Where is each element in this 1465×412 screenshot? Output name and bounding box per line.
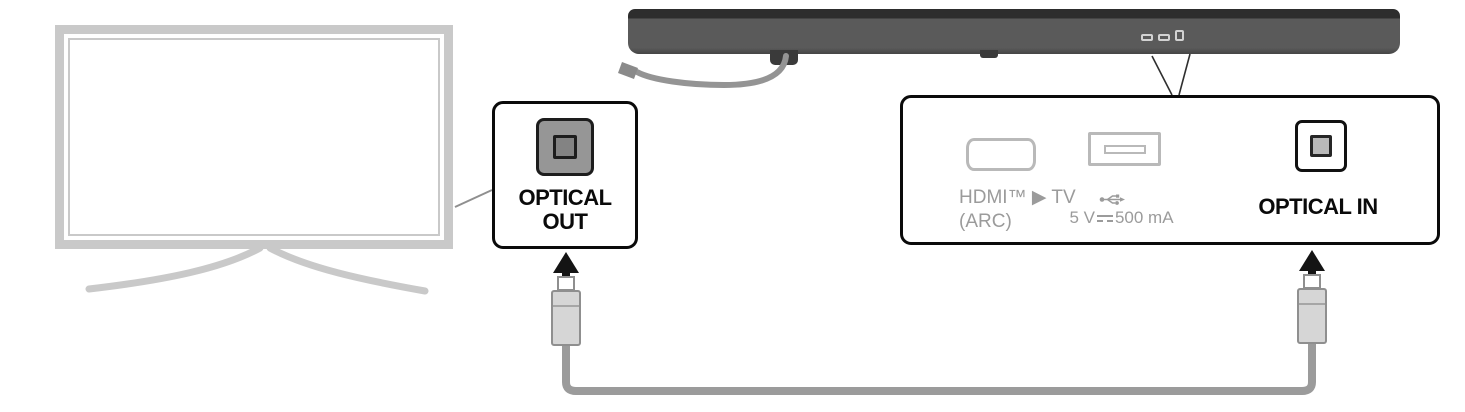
soundbar-callout-line-left — [1151, 55, 1173, 96]
optical-out-port-icon — [536, 118, 594, 176]
soundbar-mount-tab-cable — [770, 50, 798, 65]
optical-out-callout: OPTICAL OUT — [492, 101, 638, 249]
arrow-stem-right — [1308, 270, 1316, 275]
optical-out-label: OPTICAL OUT — [518, 185, 612, 234]
soundbar-optical-port-icon — [1175, 30, 1184, 41]
hdmi-port-icon — [966, 138, 1036, 171]
optical-plug-right-ridge — [1299, 303, 1325, 305]
tv-stand-left-leg — [85, 246, 264, 293]
usb-port-icon — [1088, 132, 1161, 166]
optical-plug-left — [551, 290, 581, 346]
tv-screen — [68, 38, 440, 236]
optical-in-label: OPTICAL IN — [1258, 194, 1378, 219]
usb-rating-label: 5 V 500 mA — [1059, 208, 1184, 228]
dc-symbol-icon — [1096, 213, 1113, 223]
tv-stand-right-leg — [266, 246, 429, 295]
optical-in-port-inner — [1310, 135, 1332, 157]
tv-stand — [85, 246, 429, 295]
usb-symbol-icon — [1099, 194, 1125, 205]
usb-port-tongue — [1103, 144, 1146, 154]
optical-out-label-line1: OPTICAL — [518, 185, 612, 210]
arrow-up-icon-left — [553, 252, 579, 273]
tv-callout-line — [454, 189, 493, 208]
usb-current: 500 mA — [1114, 208, 1174, 227]
arrow-stem-left — [562, 272, 570, 277]
hdmi-label-line1: HDMI™ ▶ TV — [959, 187, 1076, 208]
power-cable — [634, 53, 789, 89]
soundbar-rear-ports — [1141, 30, 1184, 41]
optical-plug-tip-left — [557, 276, 575, 291]
hdmi-label-line2: (ARC) — [959, 210, 1012, 232]
optical-out-label-line2: OUT — [542, 208, 588, 234]
hdmi-port-label: HDMI™ ▶ TV (ARC) — [959, 186, 1076, 234]
power-cable-plug — [618, 62, 638, 79]
optical-cable — [562, 340, 1316, 395]
optical-plug-tip-right — [1303, 274, 1321, 289]
soundbar-usb-port-icon — [1158, 34, 1170, 41]
soundbar-mount-tab — [980, 50, 998, 58]
arrow-up-icon-right — [1299, 250, 1325, 271]
soundbar-hdmi-port-icon — [1141, 34, 1153, 41]
optical-out-port-inner — [553, 135, 577, 159]
soundbar — [628, 9, 1400, 54]
soundbar-ports-callout: HDMI™ ▶ TV (ARC) 5 V 500 mA OPTICAL IN — [900, 95, 1440, 245]
optical-in-port-icon — [1295, 120, 1347, 172]
optical-plug-left-ridge — [553, 305, 579, 307]
tv — [55, 25, 453, 249]
soundbar-callout-line-right — [1178, 53, 1191, 96]
usb-voltage: 5 V — [1069, 208, 1095, 227]
optical-plug-right — [1297, 288, 1327, 344]
